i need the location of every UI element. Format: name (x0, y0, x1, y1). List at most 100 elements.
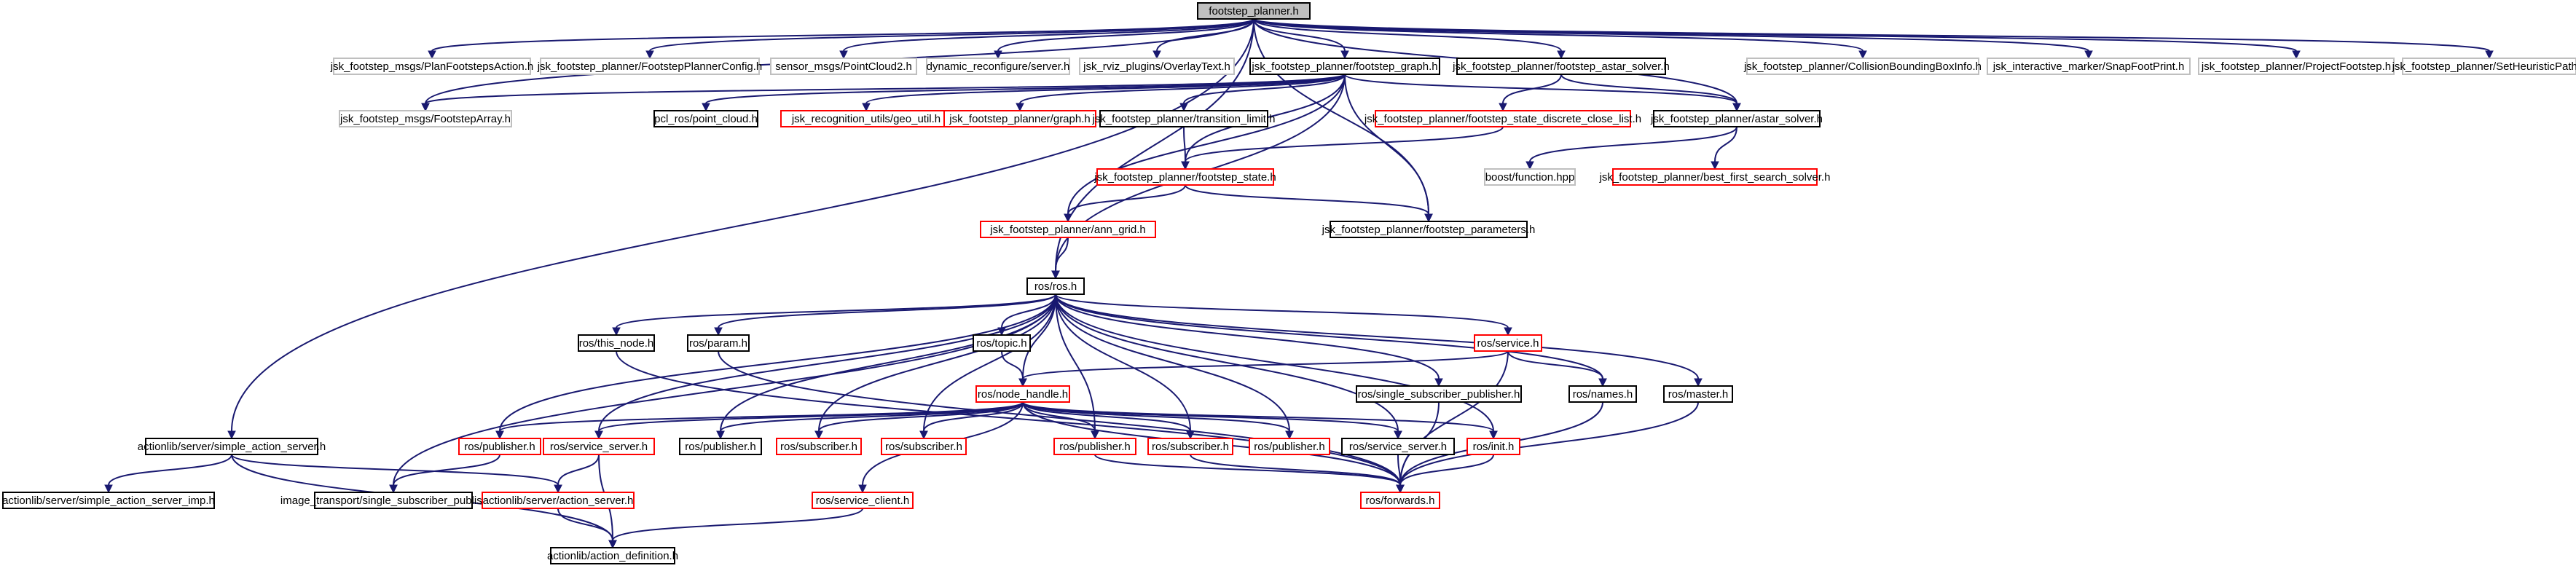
node-label: ros/service_client.h (816, 495, 909, 507)
node-label: jsk_footstep_planner/FootstepPlannerConf… (537, 60, 763, 73)
node-pub3[interactable]: ros/publisher.h (1053, 438, 1136, 455)
node-label: jsk_footstep_planner/graph.h (949, 113, 1090, 125)
edges-layer (104, 18, 2494, 549)
node-label: ros/subscriber.h (780, 441, 857, 453)
node-box (458, 438, 541, 455)
node-topic[interactable]: ros/topic.h (973, 334, 1031, 352)
edge-rosh-to-serviceh (1055, 294, 1512, 336)
node-label: jsk_footstep_planner/CollisionBoundingBo… (1743, 60, 1982, 73)
node-box (1197, 2, 1311, 20)
node-bestfirst[interactable]: jsk_footstep_planner/best_first_search_s… (1599, 168, 1831, 186)
node-root[interactable]: footstep_planner.h (1197, 2, 1311, 20)
edge-nodehandle-to-sub1 (814, 401, 1024, 440)
node-planaction[interactable]: jsk_footstep_msgs/PlanFootstepsAction.h (330, 58, 533, 75)
node-forwards[interactable]: ros/forwards.h (1360, 492, 1440, 509)
node-box (1147, 438, 1233, 455)
node-sub2[interactable]: ros/subscriber.h (881, 438, 967, 455)
node-graph[interactable]: jsk_footstep_planner/footstep_graph.h (1249, 58, 1440, 75)
node-sasimp[interactable]: actionlib/server/simple_action_server_im… (2, 492, 215, 509)
node-box (1249, 438, 1330, 455)
node-pub1[interactable]: ros/publisher.h (458, 438, 541, 455)
node-pointcloud2[interactable]: sensor_msgs/PointCloud2.h (770, 58, 917, 75)
node-label: jsk_footstep_planner/transition_limit.h (1092, 113, 1276, 125)
edge-rosh-to-thisnode (612, 294, 1056, 336)
node-actionserver[interactable]: actionlib/server/action_server.h (482, 492, 635, 509)
node-rosh[interactable]: ros/ros.h (1026, 277, 1085, 295)
edge-astarsolver_fs-to-closelist (1499, 74, 1562, 112)
edge-root-to-heuristic (1253, 18, 2494, 60)
node-astarsolver_fs[interactable]: jsk_footstep_planner/footstep_astar_solv… (1452, 58, 1670, 75)
node-box (1653, 110, 1821, 127)
node-pclpoint[interactable]: pcl_ros/point_cloud.h (653, 110, 758, 127)
edge-pub1-to-imgssp (389, 454, 500, 494)
node-astarsolver[interactable]: jsk_footstep_planner/astar_solver.h (1650, 110, 1823, 127)
node-pub4[interactable]: ros/publisher.h (1249, 438, 1330, 455)
node-box (1375, 110, 1631, 127)
node-sub1[interactable]: ros/subscriber.h (776, 438, 862, 455)
node-dynserver[interactable]: dynamic_reconfigure/server.h (926, 58, 1070, 75)
node-box (1746, 58, 1979, 75)
edge-root-to-collision (1253, 18, 1867, 60)
edge-graph-to-footsteparray (421, 74, 1346, 112)
node-boostfn[interactable]: boost/function.hpp (1484, 168, 1576, 186)
node-srvserver2[interactable]: ros/service_server.h (1341, 438, 1455, 455)
node-closelist[interactable]: jsk_footstep_planner/footstep_state_disc… (1364, 110, 1641, 127)
node-box (653, 110, 758, 127)
node-params[interactable]: jsk_footstep_planner/footstep_parameters… (1322, 221, 1536, 238)
node-plannerconfig[interactable]: jsk_footstep_planner/FootstepPlannerConf… (537, 58, 763, 75)
edge-sas-to-sasimp (104, 454, 232, 494)
node-snap[interactable]: jsk_interactive_marker/SnapFootPrint.h (1987, 58, 2191, 75)
node-geoutil[interactable]: jsk_recognition_utils/geo_util.h (780, 110, 952, 127)
node-srvclient[interactable]: ros/service_client.h (812, 492, 914, 509)
node-ssp[interactable]: ros/single_subscriber_publisher.h (1356, 385, 1522, 403)
edge-root-to-planaction (428, 18, 1254, 60)
node-names[interactable]: ros/names.h (1568, 385, 1637, 403)
node-heuristic[interactable]: jsk_footstep_planner/SetHeuristicPath.h (2392, 58, 2576, 75)
node-label: jsk_footstep_planner/SetHeuristicPath.h (2392, 60, 2576, 73)
node-box (1474, 334, 1542, 352)
node-pub2[interactable]: ros/publisher.h (679, 438, 762, 455)
node-collision[interactable]: jsk_footstep_planner/CollisionBoundingBo… (1743, 58, 1982, 75)
node-param[interactable]: ros/param.h (687, 334, 750, 352)
edge-root-to-snap (1253, 18, 2093, 60)
node-label: jsk_footstep_planner/astar_solver.h (1650, 113, 1823, 125)
node-box (1053, 438, 1136, 455)
node-label: ros/single_subscriber_publisher.h (1358, 388, 1520, 401)
node-sas[interactable]: actionlib/server/simple_action_server.h (138, 438, 326, 455)
node-sub3[interactable]: ros/subscriber.h (1147, 438, 1233, 455)
node-label: ros/init.h (1473, 441, 1515, 453)
node-serviceh[interactable]: ros/service.h (1474, 334, 1542, 352)
node-graphh[interactable]: jsk_footstep_planner/graph.h (943, 110, 1096, 127)
edge-actionserver-to-actiondef (557, 508, 617, 549)
node-label: jsk_footstep_planner/footstep_state_disc… (1364, 113, 1641, 125)
node-overlaytext[interactable]: jsk_rviz_plugins/OverlayText.h (1079, 58, 1235, 75)
node-box (679, 438, 762, 455)
node-box (776, 438, 862, 455)
edge-root-to-astarsolver_fs (1253, 18, 1566, 60)
node-footsteparray[interactable]: jsk_footstep_msgs/FootstepArray.h (339, 110, 512, 127)
edge-footstepstate-to-anngrid (1064, 184, 1186, 223)
node-transition[interactable]: jsk_footstep_planner/transition_limit.h (1092, 110, 1276, 127)
node-label: ros/names.h (1573, 388, 1633, 401)
node-srvserver1[interactable]: ros/service_server.h (543, 438, 655, 455)
node-label: pcl_ros/point_cloud.h (654, 113, 758, 125)
node-init[interactable]: ros/init.h (1466, 438, 1520, 455)
node-box (975, 385, 1070, 403)
edge-nodehandle-to-init (1022, 401, 1498, 440)
node-thisnode[interactable]: ros/this_node.h (578, 334, 655, 352)
node-label: ros/publisher.h (1059, 441, 1131, 453)
node-actiondef[interactable]: actionlib/action_definition.h (547, 547, 678, 564)
node-box (482, 492, 635, 509)
node-footstepstate[interactable]: jsk_footstep_planner/footstep_state.h (1093, 168, 1276, 186)
node-anngrid[interactable]: jsk_footstep_planner/ann_grid.h (980, 221, 1156, 238)
node-project[interactable]: jsk_footstep_planner/ProjectFootstep.h (2198, 58, 2395, 75)
node-master[interactable]: ros/master.h (1663, 385, 1733, 403)
edge-nodehandle-to-srvserver1 (594, 401, 1024, 440)
edge-astarsolver-to-bestfirst (1711, 126, 1737, 170)
node-label: jsk_footstep_planner/footstep_parameters… (1322, 224, 1536, 236)
edge-srvclient-to-actiondef (608, 508, 863, 549)
node-nodehandle[interactable]: ros/node_handle.h (975, 385, 1070, 403)
edge-rosh-to-master (1055, 294, 1703, 387)
node-imgssp[interactable]: image_transport/single_subscriber_publis… (280, 492, 506, 509)
